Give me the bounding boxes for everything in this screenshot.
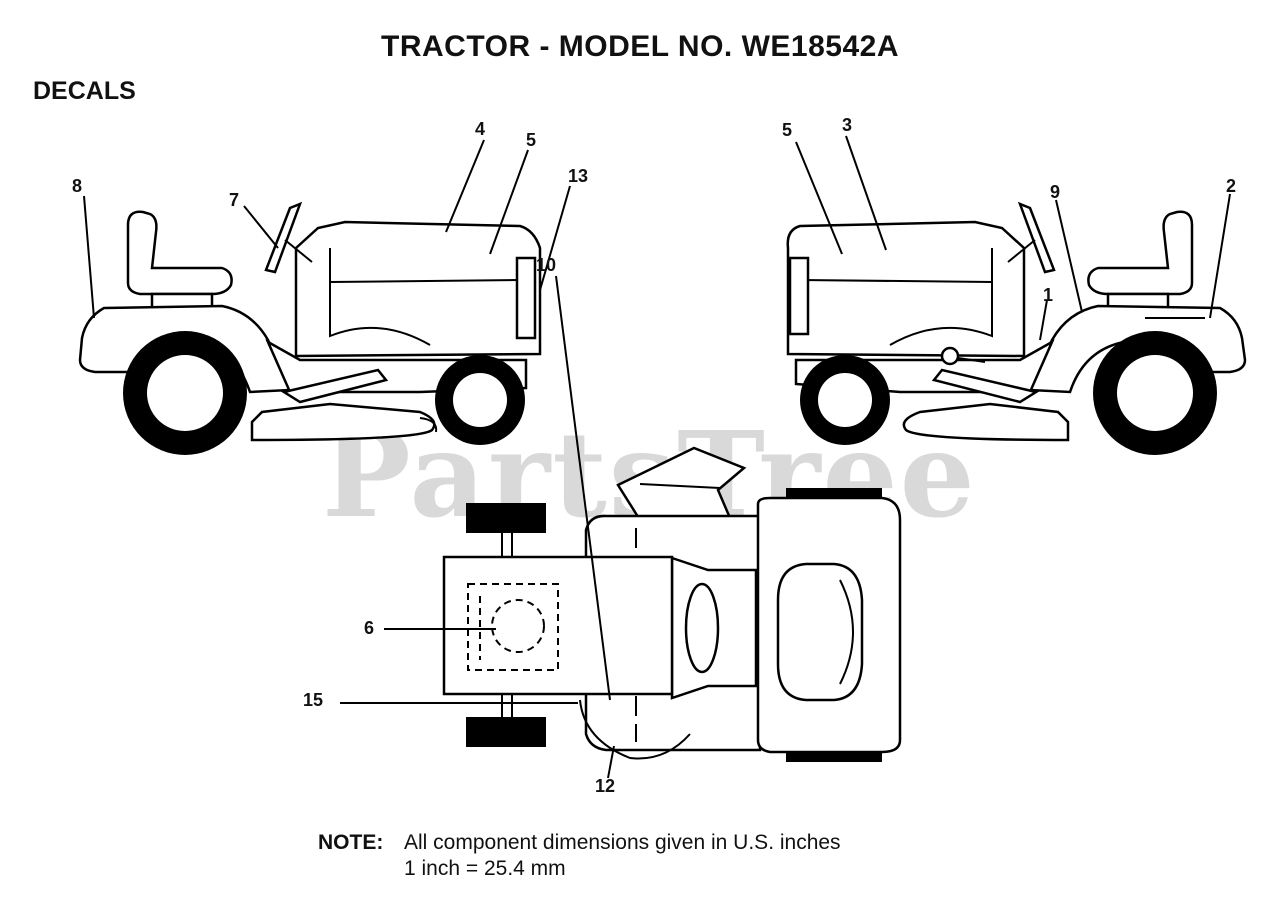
callout-5-right: 5 <box>782 120 793 140</box>
callout-5-left: 5 <box>526 130 537 150</box>
callout-9: 9 <box>1050 182 1061 202</box>
top-view-tractor <box>442 446 902 762</box>
note-line-1: All component dimensions given in U.S. i… <box>404 831 841 854</box>
callout-leaders <box>83 135 1231 779</box>
callout-8: 8 <box>72 176 83 196</box>
diagram-title: TRACTOR - MODEL NO. WE18542A <box>381 30 899 63</box>
callout-12: 12 <box>595 776 616 796</box>
callout-13: 13 <box>568 166 589 186</box>
callout-1: 1 <box>1043 285 1054 305</box>
callout-15: 15 <box>303 690 324 710</box>
section-heading: DECALS <box>33 77 136 105</box>
callout-7: 7 <box>229 190 240 210</box>
callout-6: 6 <box>364 618 375 638</box>
callout-2: 2 <box>1226 176 1237 196</box>
right-side-view-tractor <box>786 201 1247 455</box>
note-label: NOTE: <box>318 831 384 854</box>
callout-10: 10 <box>536 255 557 275</box>
left-side-view-tractor <box>78 201 542 455</box>
dimension-note: NOTE: All component dimensions given in U… <box>318 830 841 882</box>
callout-3: 3 <box>842 115 853 135</box>
note-line-2: 1 inch = 25.4 mm <box>404 857 566 880</box>
callout-4: 4 <box>475 119 486 139</box>
